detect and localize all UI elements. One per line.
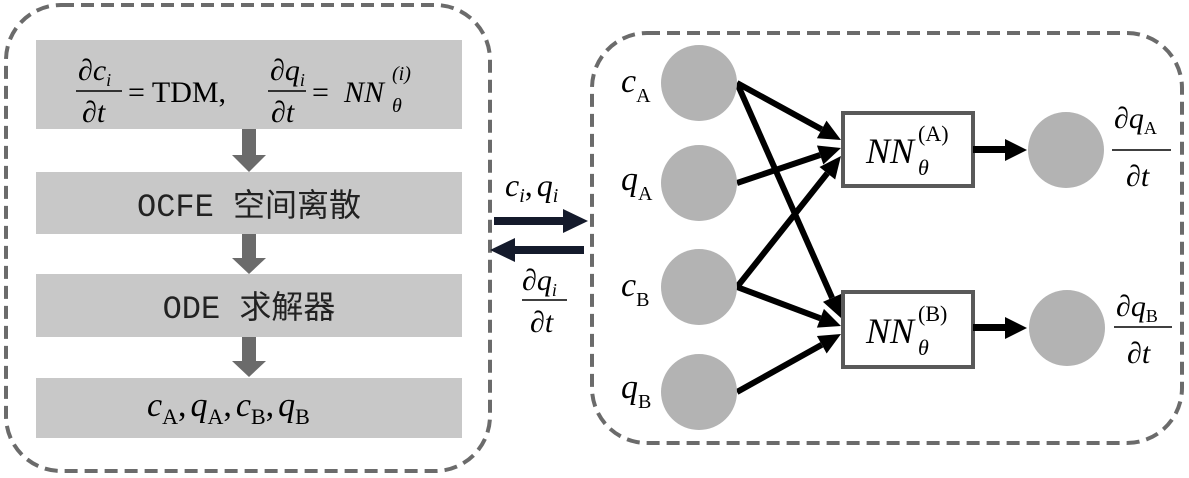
- edge-cA-to-A: [735, 80, 824, 133]
- outputs-box-bg: [36, 378, 462, 438]
- output-label-A-den: ∂t: [1126, 160, 1150, 193]
- svg-text:(B): (B): [918, 301, 947, 326]
- output-label-B-num: ∂qB: [1116, 290, 1158, 326]
- eq-partial-q: ∂qi: [270, 54, 305, 90]
- network-edges: [734, 80, 842, 395]
- svg-text:NN: NN: [865, 311, 916, 351]
- svg-text:θ: θ: [918, 335, 929, 360]
- edge-arrowhead-qA-to-A: [816, 145, 841, 165]
- output-node-B: [1029, 290, 1105, 366]
- input-nodes: [661, 45, 737, 430]
- eq-dt-2: ∂t: [271, 96, 295, 129]
- forward-label: ci,qi: [505, 167, 558, 207]
- outputs-box: cA,qA,cB,qB: [36, 378, 462, 438]
- ocfe-box: OCFE 空间离散: [36, 172, 462, 234]
- output-label-A-num: ∂qA: [1114, 102, 1157, 138]
- svg-text:θ: θ: [918, 155, 929, 180]
- nn-box-A: NN (A) θ: [841, 111, 975, 188]
- input-node-cB: [661, 249, 737, 325]
- eq-equals: =: [312, 76, 329, 109]
- edge-cB-to-B: [735, 284, 822, 322]
- ode-box-bg: [36, 274, 462, 337]
- input-node-qB: [661, 354, 737, 430]
- edge-arrowhead-cA-to-B: [822, 293, 842, 318]
- edge-arrowhead-cA-to-A: [816, 120, 841, 140]
- eq-tdm: = TDM,: [128, 76, 226, 109]
- svg-text:(A): (A): [918, 121, 949, 146]
- forward-arrow: [494, 209, 588, 233]
- edge-cB-to-A: [734, 171, 830, 289]
- edge-arrowhead-cB-to-B: [816, 308, 841, 328]
- right-panel-border: [590, 31, 1184, 445]
- edge-qA-to-A: [736, 152, 822, 186]
- ode-box: ODE 求解器: [36, 274, 462, 337]
- input-label-qB: qB: [621, 369, 651, 413]
- eq-nn: NN: [343, 76, 386, 109]
- flow-arrow-3: [232, 337, 266, 377]
- input-label-qA: qA: [621, 161, 653, 205]
- right-panel: cA qA cB qB NN (A) θ NN (B) θ: [590, 31, 1184, 445]
- eq-nn-sub-theta: θ: [392, 95, 402, 117]
- backward-label-den: ∂t: [530, 306, 554, 339]
- backward-label: ∂qi ∂t: [522, 264, 567, 339]
- nn-output-arrow-B: [973, 317, 1027, 339]
- nn-output-arrow-A: [973, 139, 1027, 161]
- eq-dt-1: ∂t: [82, 96, 106, 129]
- ocfe-label: OCFE 空间离散: [137, 188, 361, 226]
- backward-label-num: ∂qi: [522, 264, 557, 300]
- equation-box-bg: [36, 40, 462, 129]
- nn-box-B: NN (B) θ: [841, 290, 975, 369]
- eq-nn-sup: (i): [392, 63, 411, 85]
- input-node-cA: [661, 45, 737, 121]
- ocfe-box-bg: [36, 172, 462, 234]
- svg-text:NN: NN: [865, 131, 916, 171]
- output-label-B-den: ∂t: [1127, 337, 1151, 370]
- edge-qB-to-B: [735, 342, 824, 395]
- ode-label: ODE 求解器: [163, 290, 336, 328]
- edge-cA-to-B: [734, 81, 835, 300]
- output-node-A: [1028, 112, 1104, 188]
- left-panel-border: [4, 3, 492, 473]
- equation-box: ∂ci ∂t = TDM, ∂qi ∂t = NN (i) θ: [36, 40, 462, 129]
- eq-partial-c: ∂ci: [78, 54, 111, 90]
- edge-arrowhead-cB-to-A: [819, 156, 841, 180]
- exchange: ci,qi ∂qi ∂t: [490, 167, 588, 339]
- outputs-label: cA,qA,cB,qB: [147, 387, 310, 429]
- input-label-cB: cB: [621, 267, 649, 311]
- left-panel: ∂ci ∂t = TDM, ∂qi ∂t = NN (i) θ OCFE 空间离…: [4, 3, 492, 473]
- edge-arrowhead-qB-to-B: [816, 334, 841, 354]
- input-node-qA: [661, 145, 737, 221]
- flow-arrow-1: [232, 129, 266, 172]
- flow-arrow-2: [232, 234, 266, 274]
- backward-arrow: [490, 238, 584, 262]
- input-label-cA: cA: [621, 63, 651, 107]
